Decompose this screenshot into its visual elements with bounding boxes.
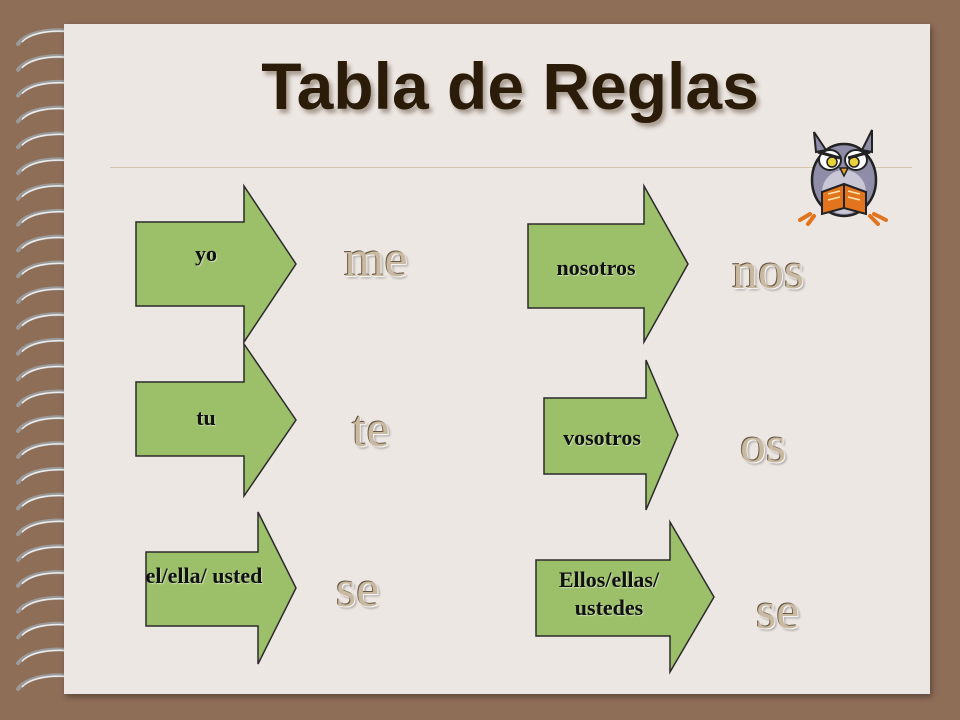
object-pronoun: nos: [732, 243, 805, 300]
header-divider: [110, 167, 912, 168]
subject-arrow: [535, 519, 715, 675]
subject-label: vosotros: [563, 425, 641, 450]
arrow-shape: [535, 519, 715, 675]
reading-owl-icon: [798, 129, 888, 226]
subject-arrow: [543, 359, 679, 511]
arrow-shape: [145, 511, 297, 665]
page-title: Tabla de Reglas: [261, 49, 759, 123]
subject-arrow: [527, 183, 689, 345]
arrow-shape: [527, 183, 689, 345]
arrow-shape: [135, 183, 297, 345]
subject-label: nosotros: [556, 255, 636, 280]
subject-arrow: [135, 341, 297, 499]
object-pronoun: os: [740, 417, 787, 474]
subject-label: tu: [196, 405, 216, 430]
subject-label: Ellos/ellas/ ustedes: [558, 567, 660, 620]
subject-label: el/ella/ usted: [145, 563, 263, 588]
object-pronoun: me: [344, 231, 408, 288]
subject-label: yo: [195, 241, 217, 266]
arrow-shape: [543, 359, 679, 511]
object-pronoun: te: [352, 401, 390, 458]
subject-arrow: [145, 511, 297, 665]
arrow-shape: [135, 341, 297, 499]
object-pronoun: se: [756, 583, 800, 640]
object-pronoun: se: [336, 561, 380, 618]
subject-arrow: [135, 183, 297, 345]
